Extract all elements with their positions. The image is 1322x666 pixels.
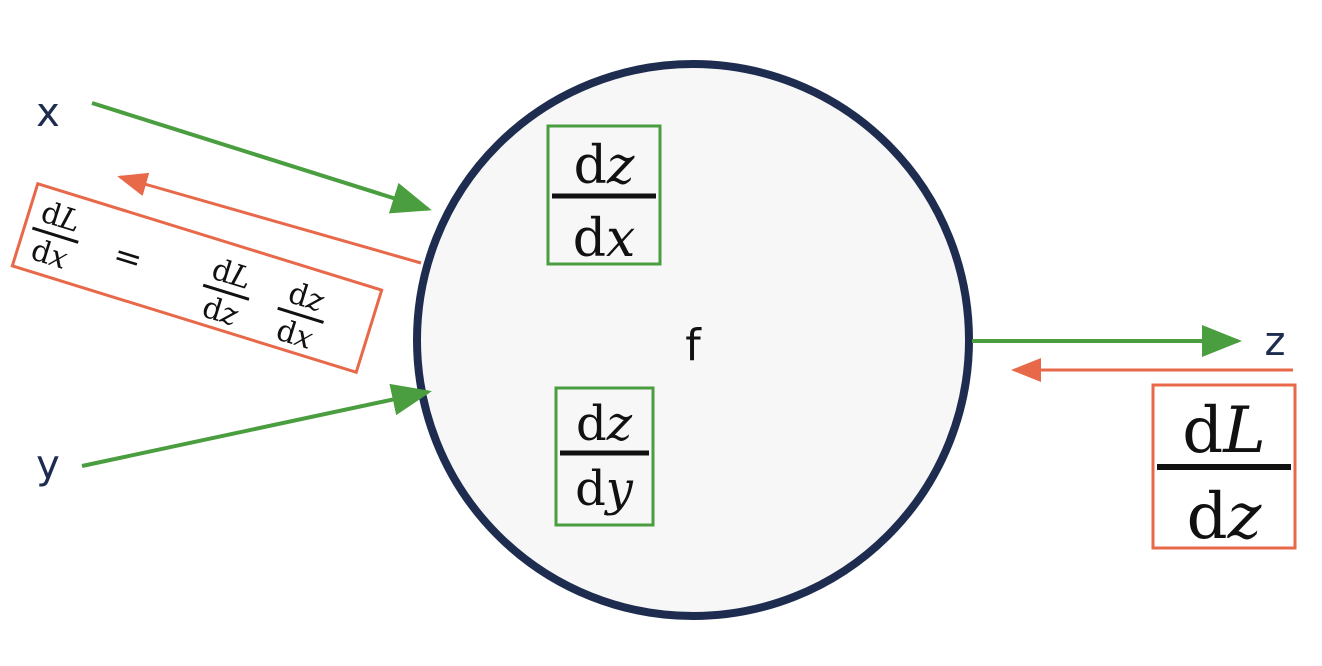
forward-arrow-y bbox=[81, 383, 432, 468]
svg-text:dz: dz bbox=[574, 136, 635, 196]
svg-text:dz: dz bbox=[576, 396, 633, 452]
forward-arrow-x bbox=[91, 101, 432, 214]
function-label: f bbox=[685, 320, 702, 371]
chain-rule-equation: dL dx = dL dz dz dx bbox=[10, 181, 384, 375]
svg-text:dz: dz bbox=[1187, 480, 1263, 554]
svg-text:dy: dy bbox=[575, 461, 634, 517]
input-y-label: y bbox=[36, 442, 60, 488]
local-gradient-dz-dx: dz dx bbox=[546, 124, 662, 269]
svg-text:dx: dx bbox=[573, 209, 636, 269]
backward-arrow-x bbox=[117, 172, 422, 265]
svg-text:dL: dL bbox=[1182, 394, 1265, 468]
local-gradient-dz-dy: dz dy bbox=[554, 386, 655, 527]
upstream-gradient-dL-dz: dL dz bbox=[1151, 383, 1297, 554]
input-x-label: x bbox=[36, 90, 60, 136]
output-z-label: z bbox=[1265, 319, 1286, 365]
